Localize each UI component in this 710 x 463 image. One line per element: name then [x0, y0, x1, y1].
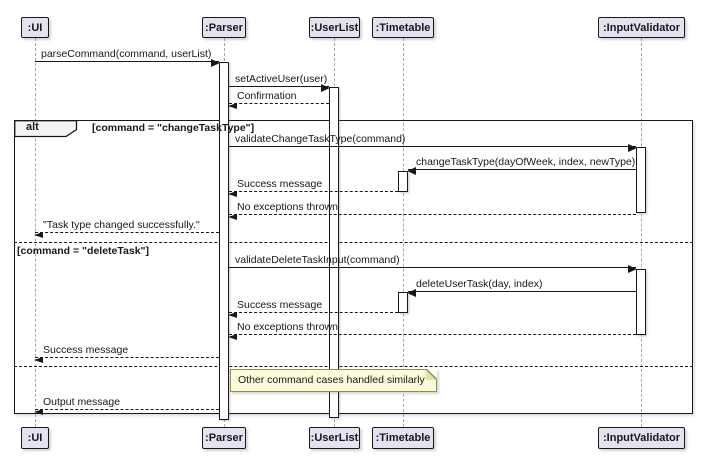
alt-pentagon-icon: [14, 120, 78, 138]
message-label: Confirmation: [237, 90, 297, 102]
participant-userlist-top: :UserList: [309, 17, 360, 38]
activation-timetable-2: [398, 292, 408, 313]
participant-ui-top: :UI: [21, 17, 49, 38]
message-validate-delete-task-input: validateDeleteTaskInput(command): [229, 254, 637, 273]
message-line: [408, 291, 636, 292]
arrowhead-icon: [228, 190, 237, 197]
note-fold-icon: [426, 369, 437, 380]
message-success-message-1: Success message: [228, 178, 398, 197]
participant-label: :Parser: [205, 432, 243, 444]
participant-inputvalidator-bottom: :InputValidator: [598, 427, 685, 449]
message-label: No exceptions thrown: [237, 321, 338, 333]
message-delete-user-task: deleteUserTask(day, index): [407, 278, 636, 297]
participant-timetable-top: :Timetable: [372, 17, 434, 38]
message-label: Output message: [43, 396, 121, 408]
message-parse-command: parseCommand(command, userList): [35, 48, 220, 67]
alt-operator-badge: alt: [14, 120, 78, 138]
message-success-message-3: Success message: [34, 344, 219, 363]
alt-guard-2: [command = "deleteTask"]: [17, 245, 150, 257]
participant-userlist-bottom: :UserList: [309, 427, 360, 449]
arrowhead-icon: [228, 102, 237, 109]
message-validate-change-task-type: validateChangeTaskType(command): [229, 133, 637, 152]
note-text: Other command cases handled similarly: [238, 374, 425, 386]
participant-label: :Timetable: [375, 432, 431, 444]
activation-parser: [219, 62, 229, 420]
message-line: [229, 103, 329, 104]
message-line: [229, 191, 398, 192]
alt-section-divider-1: [14, 242, 693, 243]
activation-timetable-1: [398, 171, 408, 192]
arrowhead-icon: [321, 83, 330, 92]
alt-fragment-frame: [14, 120, 693, 414]
message-line: [35, 61, 219, 62]
message-set-active-user: setActiveUser(user): [229, 73, 330, 92]
participant-label: :UI: [27, 21, 43, 34]
alt-section-divider-2: [14, 366, 693, 367]
activation-inputvalidator-1: [636, 147, 646, 213]
message-line: [229, 312, 398, 313]
message-label: parseCommand(command, userList): [41, 48, 212, 60]
participant-label: :UserList: [310, 432, 359, 444]
message-change-task-type: changeTaskType(dayOfWeek, index, newType…: [407, 156, 636, 175]
arrowhead-icon: [407, 166, 416, 175]
message-label: Success message: [237, 178, 323, 190]
message-line: [35, 357, 219, 358]
message-line: [229, 214, 636, 215]
message-label: deleteUserTask(day, index): [416, 278, 543, 290]
arrowhead-icon: [228, 311, 237, 318]
arrowhead-icon: [228, 213, 237, 220]
note-other-commands: Other command cases handled similarly: [230, 369, 437, 392]
participant-label: :UI: [27, 432, 43, 444]
message-label: setActiveUser(user): [235, 73, 328, 85]
message-label: "Task type changed successfully.": [43, 219, 200, 231]
message-label: validateChangeTaskType(command): [235, 133, 406, 145]
message-no-exceptions-2: No exceptions thrown: [228, 321, 636, 340]
message-label: No exceptions thrown: [237, 201, 338, 213]
message-label: validateDeleteTaskInput(command): [235, 254, 400, 266]
participant-parser-bottom: :Parser: [202, 427, 246, 449]
message-label: Success message: [43, 344, 129, 356]
arrowhead-icon: [34, 408, 43, 415]
message-line: [229, 146, 636, 147]
arrowhead-icon: [628, 143, 637, 152]
participant-ui-bottom: :UI: [21, 427, 49, 449]
participant-label: :InputValidator: [603, 21, 680, 34]
alt-guard-1: [command = "changeTaskType"]: [92, 122, 255, 134]
message-line: [229, 86, 329, 87]
participant-label: :Timetable: [375, 21, 431, 34]
participant-label: :InputValidator: [603, 432, 680, 444]
message-line: [35, 409, 219, 410]
participant-label: :UserList: [310, 21, 359, 34]
message-line: [408, 169, 636, 170]
alt-operator-label: alt: [26, 121, 39, 133]
message-confirmation: Confirmation: [228, 90, 329, 109]
arrowhead-icon: [228, 333, 237, 340]
arrowhead-icon: [211, 58, 220, 67]
participant-timetable-bottom: :Timetable: [372, 427, 434, 449]
arrowhead-icon: [34, 356, 43, 363]
lifeline-timetable: [403, 38, 404, 427]
arrowhead-icon: [628, 264, 637, 273]
message-success-message-2: Success message: [228, 299, 398, 318]
arrowhead-icon: [407, 288, 416, 297]
message-label: changeTaskType(dayOfWeek, index, newType…: [416, 156, 636, 168]
lifeline-inputvalidator: [641, 38, 642, 427]
message-line: [35, 232, 219, 233]
activation-inputvalidator-2: [636, 269, 646, 335]
message-line: [229, 334, 636, 335]
activation-userlist: [329, 87, 339, 418]
message-no-exceptions-1: No exceptions thrown: [228, 201, 636, 220]
participant-label: :Parser: [205, 21, 243, 34]
participant-inputvalidator-top: :InputValidator: [598, 17, 685, 38]
message-label: Success message: [237, 299, 323, 311]
message-output-message: Output message: [34, 396, 219, 415]
arrowhead-icon: [34, 231, 43, 238]
message-task-type-changed: "Task type changed successfully.": [34, 219, 219, 238]
message-line: [229, 267, 636, 268]
participant-parser-top: :Parser: [202, 17, 246, 38]
